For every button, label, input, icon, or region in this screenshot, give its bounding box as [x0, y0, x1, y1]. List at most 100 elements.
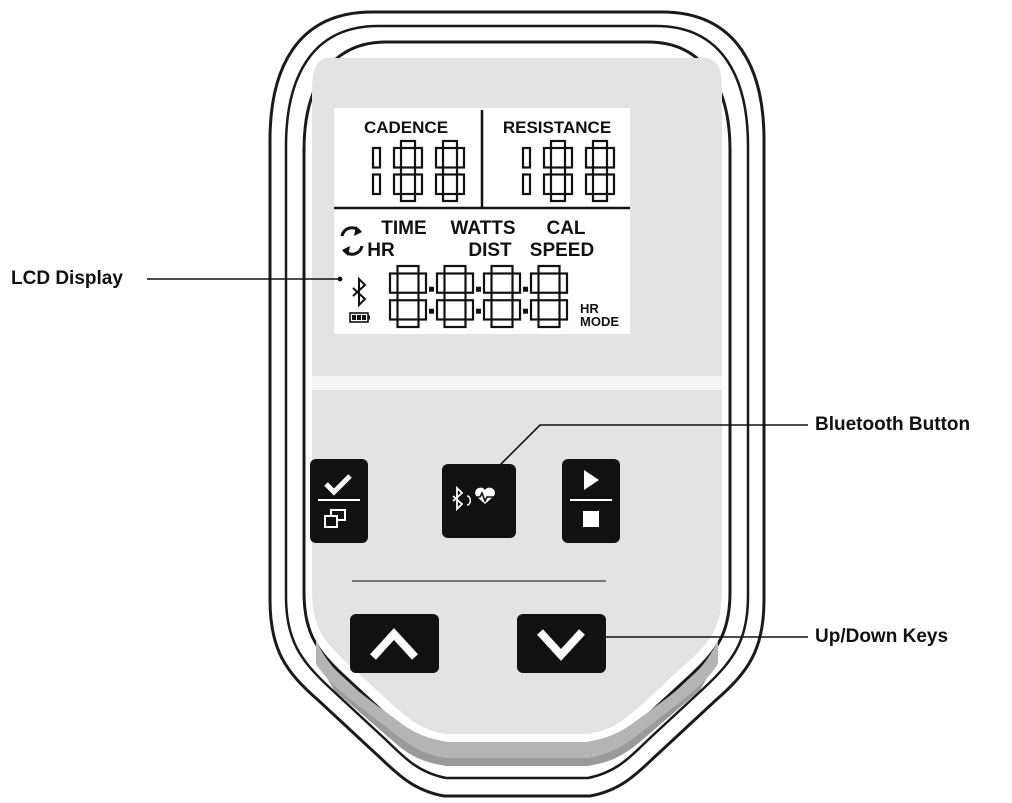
- digit-segment-a: [549, 139, 567, 150]
- digit-segment-c: [417, 299, 428, 321]
- colon-dot: [476, 286, 481, 292]
- digit-segment-e: [482, 299, 493, 321]
- cadence-label: CADENCE: [364, 118, 448, 137]
- digit-segment-b: [417, 272, 428, 294]
- digit-segment-f: [529, 272, 540, 294]
- digit-segment-e: [584, 173, 595, 196]
- digit-segment-c: [605, 173, 616, 196]
- digit-segment-b: [464, 272, 475, 294]
- digit-segment-d: [443, 318, 467, 329]
- cadence-digits: [371, 139, 466, 203]
- digit-segment-f: [542, 146, 553, 169]
- colon-dot: [429, 286, 434, 292]
- digit-segment-a: [441, 139, 459, 150]
- refresh-icon: [340, 226, 364, 256]
- digit-segment-b: [605, 146, 616, 169]
- bluetooth-icon: [352, 276, 367, 308]
- digit-segment-c: [464, 299, 475, 321]
- digit-segment-c: [511, 299, 522, 321]
- digit-segment-b: [371, 146, 382, 169]
- digit-segment-f: [482, 272, 493, 294]
- hr-unit-label: HR: [580, 301, 599, 316]
- down-key[interactable]: [517, 614, 606, 673]
- chevron-down-icon: [537, 629, 585, 661]
- stop-icon: [583, 511, 599, 527]
- main-digits: [388, 264, 569, 329]
- digit-segment-e: [435, 299, 446, 321]
- digit-segment-a: [396, 264, 420, 275]
- lcd-display-leader-dot: [337, 276, 343, 282]
- resistance-label: RESISTANCE: [503, 118, 611, 137]
- colon-dot: [523, 286, 528, 292]
- digit-segment-d: [490, 318, 514, 329]
- digit-segment-e: [529, 299, 540, 321]
- window-icon: [324, 509, 346, 528]
- mode-label-speed: SPEED: [530, 240, 594, 261]
- digit-segment-b: [521, 146, 532, 169]
- digit-segment-e: [388, 299, 399, 321]
- colon-dot: [476, 308, 481, 314]
- digit-segment-c: [563, 173, 574, 196]
- digit-segment-f: [584, 146, 595, 169]
- digit-segment-e: [434, 173, 445, 196]
- digit-segment-c: [558, 299, 569, 321]
- digit-segment-f: [392, 146, 403, 169]
- digit-segment-b: [563, 146, 574, 169]
- up-down-keys-callout: Up/Down Keys: [815, 626, 949, 647]
- bluetooth-button-leader-dot: [494, 465, 500, 471]
- digit-segment-g: [591, 166, 609, 176]
- digit-segment-d: [441, 192, 459, 203]
- digit-segment-c: [371, 173, 382, 196]
- digit-segment-a: [443, 264, 467, 275]
- mode-label-watts: WATTS: [450, 218, 515, 239]
- digit-segment-e: [392, 173, 403, 196]
- play-icon: [584, 470, 599, 490]
- digit-segment-a: [490, 264, 514, 275]
- check-icon: [324, 474, 352, 496]
- digit-segment-a: [591, 139, 609, 150]
- digit-segment-g: [490, 291, 514, 302]
- keypad-plate: [312, 392, 722, 734]
- digit-segment-b: [511, 272, 522, 294]
- digit-segment-d: [396, 318, 420, 329]
- digit-segment-e: [542, 173, 553, 196]
- digit-segment-f: [435, 272, 446, 294]
- digit-segment-g: [443, 291, 467, 302]
- digit-segment-c: [413, 173, 424, 196]
- digit-segment-a: [537, 264, 561, 275]
- bluetooth-button-callout: Bluetooth Button: [815, 414, 971, 435]
- battery-icon: [349, 312, 370, 323]
- lcd-display-callout: LCD Display: [11, 268, 123, 289]
- digit-segment-b: [558, 272, 569, 294]
- digit-segment-b: [413, 146, 424, 169]
- mode-unit-label: MODE: [580, 314, 619, 329]
- bluetooth-button[interactable]: [442, 464, 516, 538]
- digit-segment-c: [455, 173, 466, 196]
- digit-segment-g: [441, 166, 459, 176]
- digit-segment-f: [388, 272, 399, 294]
- mode-label-hr: HR: [367, 240, 395, 261]
- mode-label-dist: DIST: [468, 240, 512, 261]
- bluetooth-heart-icon: [452, 485, 496, 512]
- colon-dot: [523, 308, 528, 314]
- digit-segment-d: [549, 192, 567, 203]
- digit-segment-d: [537, 318, 561, 329]
- digit-segment-g: [399, 166, 417, 176]
- chevron-up-icon: [370, 628, 418, 660]
- digit-segment-a: [399, 139, 417, 150]
- colon-dot: [429, 308, 434, 314]
- digit-segment-c: [521, 173, 532, 196]
- digit-segment-f: [434, 146, 445, 169]
- digit-segment-b: [455, 146, 466, 169]
- digit-segment-d: [591, 192, 609, 203]
- up-key[interactable]: [350, 614, 439, 673]
- resistance-digits: [521, 139, 616, 203]
- face-divider-strip: [312, 376, 722, 390]
- digit-segment-d: [399, 192, 417, 203]
- digit-segment-g: [549, 166, 567, 176]
- mode-label-cal: CAL: [546, 218, 585, 239]
- play-stop-button[interactable]: [562, 459, 620, 543]
- confirm-mode-button[interactable]: [310, 459, 368, 543]
- bluetooth-button-leader: [496, 424, 808, 469]
